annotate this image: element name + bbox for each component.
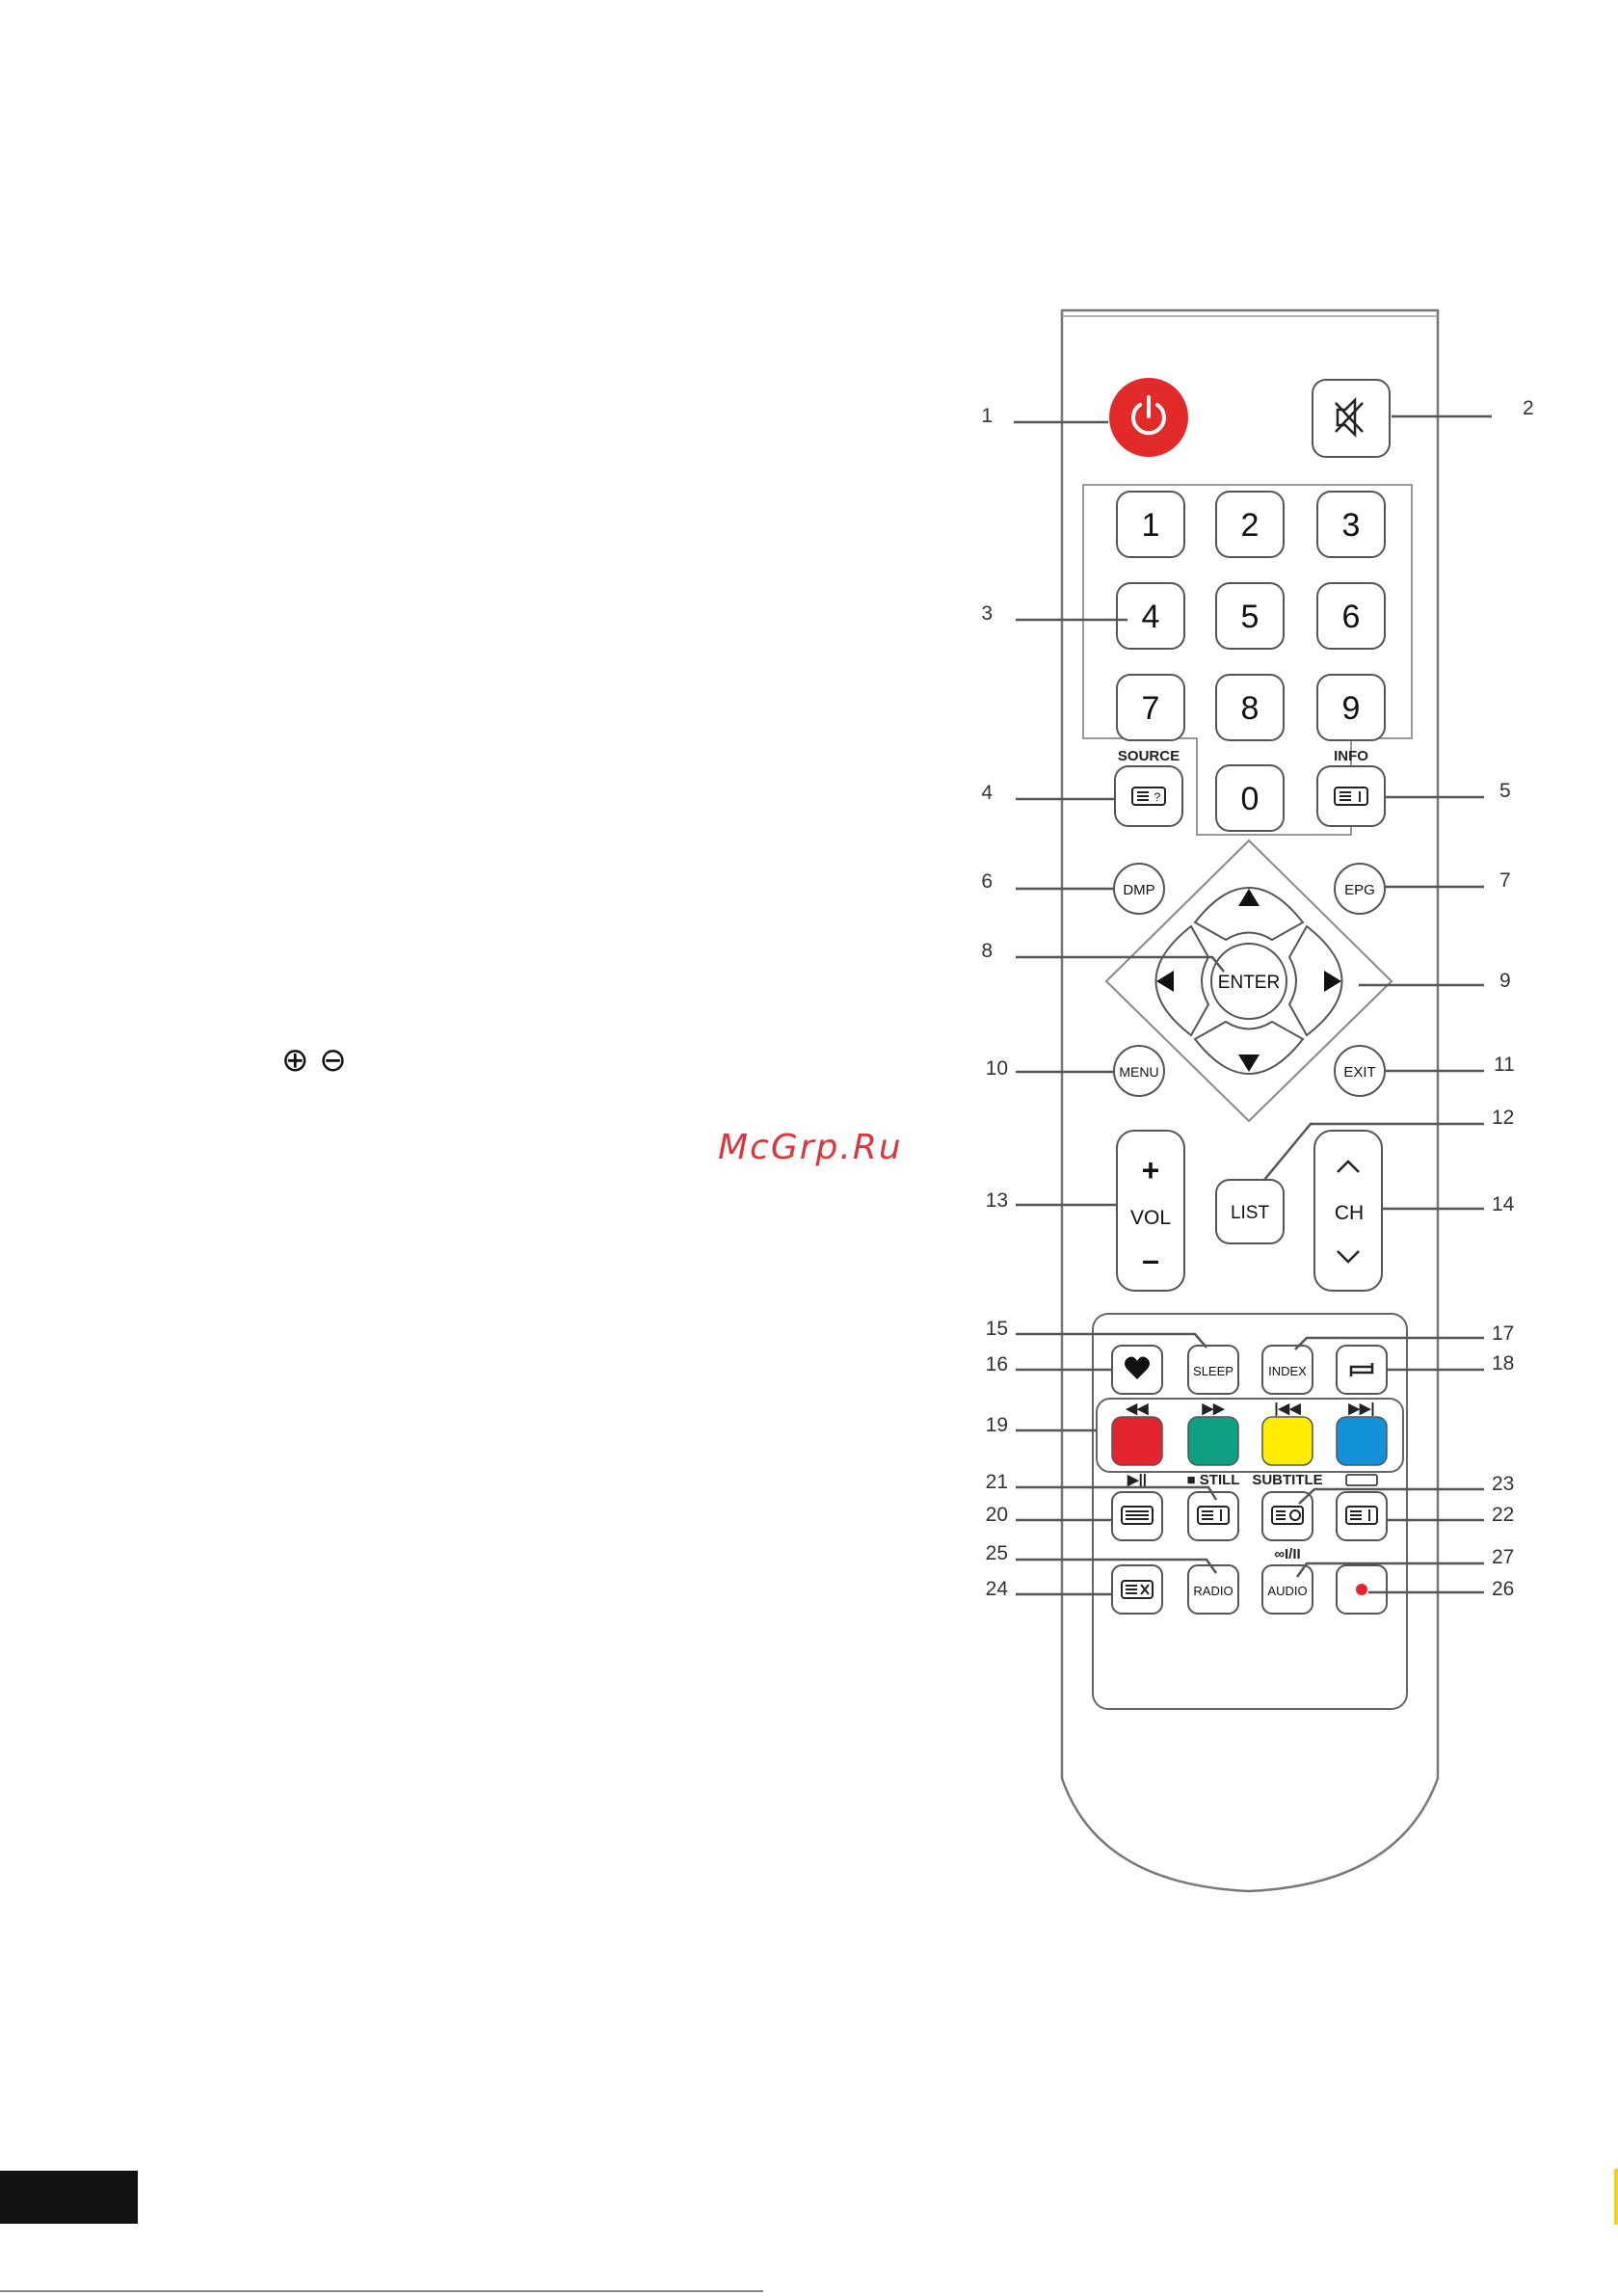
callout-4: 4 xyxy=(981,782,993,804)
callout-27: 27 xyxy=(1492,1546,1514,1568)
subtitle-caption: SUBTITLE xyxy=(1252,1472,1322,1488)
callout-26: 26 xyxy=(1492,1578,1514,1600)
callout-11: 11 xyxy=(1494,1054,1515,1076)
callout-6: 6 xyxy=(981,870,993,893)
digit-label-7: 7 xyxy=(1142,690,1160,727)
callout-16: 16 xyxy=(986,1353,1008,1375)
source-caption: SOURCE xyxy=(1118,748,1180,764)
yellow-button-caption: |◀◀ xyxy=(1274,1401,1301,1417)
callout-20: 20 xyxy=(986,1504,1008,1526)
dmp-label: DMP xyxy=(1123,882,1154,898)
index-label: INDEX xyxy=(1268,1364,1307,1378)
green-button-caption: ▶▶ xyxy=(1201,1401,1226,1417)
exit-label: EXIT xyxy=(1343,1064,1375,1081)
channel-label: CH xyxy=(1335,1202,1364,1224)
volume-up-label: + xyxy=(1142,1153,1160,1188)
info-caption: INFO xyxy=(1334,748,1368,764)
play-pause-caption: ▶|| xyxy=(1127,1472,1147,1488)
digit-label-1: 1 xyxy=(1142,507,1160,544)
watermark-text: McGrp.Ru xyxy=(718,1128,903,1167)
callout-14: 14 xyxy=(1492,1193,1515,1215)
yellow-button[interactable] xyxy=(1262,1417,1313,1465)
callout-21: 21 xyxy=(986,1471,1008,1493)
callout-12: 12 xyxy=(1492,1107,1514,1129)
red-button-caption: ◀◀ xyxy=(1125,1401,1149,1417)
digit-label-0: 0 xyxy=(1241,781,1260,817)
callout-3: 3 xyxy=(981,602,993,625)
blue-button[interactable] xyxy=(1337,1417,1387,1465)
plus-minus-symbols: ⊕ ⊖ xyxy=(281,1041,347,1080)
repeat-button[interactable] xyxy=(1337,1346,1387,1394)
blue-button-caption: ▶▶| xyxy=(1347,1401,1374,1417)
callout-17: 17 xyxy=(1492,1322,1514,1345)
callout-5: 5 xyxy=(1499,780,1511,802)
callout-2: 2 xyxy=(1523,397,1534,419)
callout-18: 18 xyxy=(1492,1352,1514,1375)
radio-label: RADIO xyxy=(1193,1584,1233,1598)
volume-label: VOL xyxy=(1130,1207,1171,1229)
callout-10: 10 xyxy=(986,1057,1008,1080)
audio-label: AUDIO xyxy=(1267,1584,1307,1598)
digit-label-4: 4 xyxy=(1142,599,1160,635)
callout-9: 9 xyxy=(1499,970,1511,992)
digit-label-8: 8 xyxy=(1241,690,1260,727)
record-icon xyxy=(1356,1584,1367,1595)
svg-text:?: ? xyxy=(1154,790,1161,804)
digit-label-3: 3 xyxy=(1342,507,1361,544)
list-label: LIST xyxy=(1231,1203,1270,1223)
callout-23: 23 xyxy=(1492,1473,1514,1495)
callout-13: 13 xyxy=(986,1189,1008,1212)
callout-15: 15 xyxy=(986,1318,1008,1340)
still-caption: ■ STILL xyxy=(1187,1472,1240,1488)
digit-label-6: 6 xyxy=(1342,599,1361,635)
menu-label: MENU xyxy=(1119,1064,1158,1080)
callout-22: 22 xyxy=(1492,1504,1514,1526)
green-button[interactable] xyxy=(1188,1417,1238,1465)
callout-7: 7 xyxy=(1499,869,1511,892)
enter-label: ENTER xyxy=(1218,973,1280,993)
callout-19: 19 xyxy=(986,1414,1008,1436)
digit-label-9: 9 xyxy=(1342,690,1361,727)
callout-1: 1 xyxy=(981,405,993,427)
side-mark xyxy=(1614,2169,1618,2225)
callout-8: 8 xyxy=(981,940,993,962)
epg-label: EPG xyxy=(1344,882,1375,898)
callout-25: 25 xyxy=(986,1542,1008,1564)
footer-bar xyxy=(0,2171,138,2224)
volume-down-label: – xyxy=(1142,1242,1159,1277)
red-button[interactable] xyxy=(1112,1417,1162,1465)
sleep-label: SLEEP xyxy=(1193,1364,1233,1378)
callout-24: 24 xyxy=(986,1578,1009,1600)
digit-label-2: 2 xyxy=(1241,507,1260,544)
bottom-rule xyxy=(0,2290,763,2292)
digit-label-5: 5 xyxy=(1241,599,1260,635)
audio-caption: ∞I/II xyxy=(1274,1546,1300,1562)
